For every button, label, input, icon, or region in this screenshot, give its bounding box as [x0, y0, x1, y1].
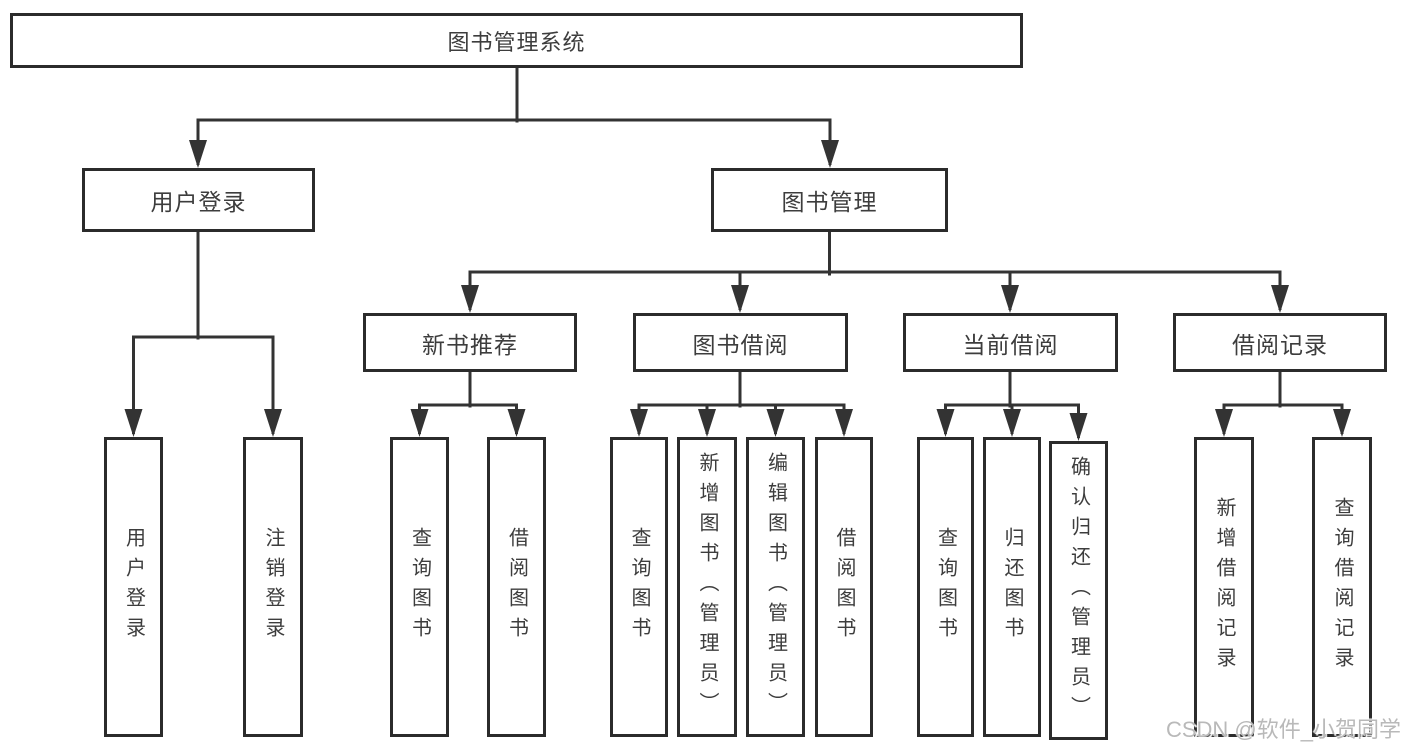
node-bb-query-books: 查询图书: [610, 437, 668, 737]
node-book-borrowing: 图书借阅: [633, 313, 848, 372]
node-label: 编辑图书（管理员）: [764, 452, 787, 722]
arrowhead-icon: [936, 409, 955, 437]
node-cb-return-books: 归还图书: [983, 437, 1041, 737]
node-label: 查询图书: [628, 527, 650, 647]
node-book-management: 图书管理: [711, 168, 948, 232]
arrowhead-icon: [507, 409, 526, 437]
node-current-borrowing: 当前借阅: [903, 313, 1118, 372]
arrowhead-icon: [835, 409, 853, 437]
node-label: 查询借阅记录: [1331, 497, 1353, 677]
node-label: 借阅图书: [505, 527, 528, 647]
node-label: 新增借阅记录: [1213, 497, 1235, 677]
arrowhead-icon: [821, 140, 839, 168]
arrowhead-icon: [1271, 285, 1289, 313]
node-user-login-leaf: 用户登录: [104, 437, 163, 737]
node-label: 查询图书: [408, 527, 431, 647]
arrowhead-icon: [698, 409, 716, 437]
node-bb-borrow-books: 借阅图书: [815, 437, 873, 737]
node-label: 归还图书: [1001, 527, 1023, 647]
csdn-watermark: CSDN @软件_小贺同学: [1165, 717, 1401, 742]
arrowhead-icon: [1069, 413, 1088, 441]
node-nb-query-books: 查询图书: [390, 437, 449, 737]
node-label: 注销登录: [262, 527, 284, 647]
node-cb-confirm-return-admin: 确认归还（管理员）: [1049, 441, 1108, 740]
node-borrowing-records: 借阅记录: [1173, 313, 1387, 372]
node-br-query-record: 查询借阅记录: [1312, 437, 1372, 737]
arrowhead-icon: [766, 409, 785, 437]
arrowhead-icon: [189, 140, 207, 168]
node-logout: 注销登录: [243, 437, 303, 737]
node-new-book-recommend: 新书推荐: [363, 313, 577, 372]
node-label: 借阅图书: [833, 527, 855, 647]
node-cb-query-books: 查询图书: [917, 437, 974, 737]
node-label: 用户登录: [122, 527, 145, 647]
arrowhead-icon: [461, 285, 479, 313]
arrowhead-icon: [1333, 409, 1351, 437]
node-label: 查询图书: [934, 527, 957, 647]
arrowhead-icon: [731, 285, 749, 313]
node-bb-add-books-admin: 新增图书（管理员）: [677, 437, 737, 737]
arrowhead-icon: [630, 409, 648, 437]
arrowhead-icon: [264, 409, 282, 437]
node-user-login-branch: 用户登录: [82, 168, 315, 232]
arrowhead-icon: [410, 409, 429, 437]
node-br-add-record: 新增借阅记录: [1194, 437, 1254, 737]
node-label: 确认归还（管理员）: [1067, 455, 1090, 726]
arrowhead-icon: [1001, 285, 1019, 313]
arrowhead-icon: [124, 409, 143, 437]
node-nb-borrow-books: 借阅图书: [487, 437, 546, 737]
arrowhead-icon: [1215, 409, 1233, 437]
node-bb-edit-books-admin: 编辑图书（管理员）: [746, 437, 805, 737]
node-library-management-system: 图书管理系统: [10, 13, 1023, 68]
node-label: 新增图书（管理员）: [696, 452, 718, 722]
arrowhead-icon: [1003, 409, 1021, 437]
